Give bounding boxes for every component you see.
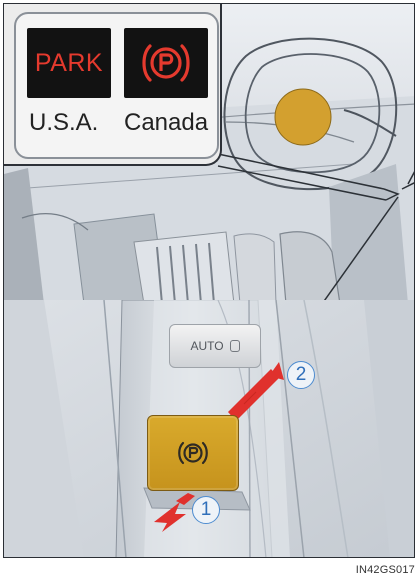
illustration-frame: PARK U.S.A. Canada — [0, 0, 419, 564]
parking-brake-icon — [176, 439, 210, 467]
parking-brake-switch[interactable] — [147, 415, 239, 491]
parking-brake-icon — [138, 40, 194, 86]
parking-brake-indicator-canada — [124, 28, 208, 98]
auto-hold-button[interactable]: AUTO — [169, 324, 261, 368]
switch-closeup-panel: AUTO 2 1 — [3, 300, 415, 558]
indicator-card: PARK U.S.A. Canada — [14, 12, 219, 159]
cockpit-panel: PARK U.S.A. Canada — [3, 3, 415, 303]
usa-label: U.S.A. — [29, 109, 98, 137]
step-2-badge: 2 — [287, 361, 315, 389]
auto-indicator-light — [230, 340, 240, 352]
step-1-badge: 1 — [192, 496, 220, 524]
indicator-callout: PARK U.S.A. Canada — [4, 4, 222, 166]
park-indicator-usa: PARK — [27, 28, 111, 98]
park-text: PARK — [35, 49, 103, 78]
figure-code: IN42GS017 — [356, 564, 415, 576]
auto-button-label: AUTO — [190, 339, 223, 353]
canada-label: Canada — [124, 109, 208, 137]
